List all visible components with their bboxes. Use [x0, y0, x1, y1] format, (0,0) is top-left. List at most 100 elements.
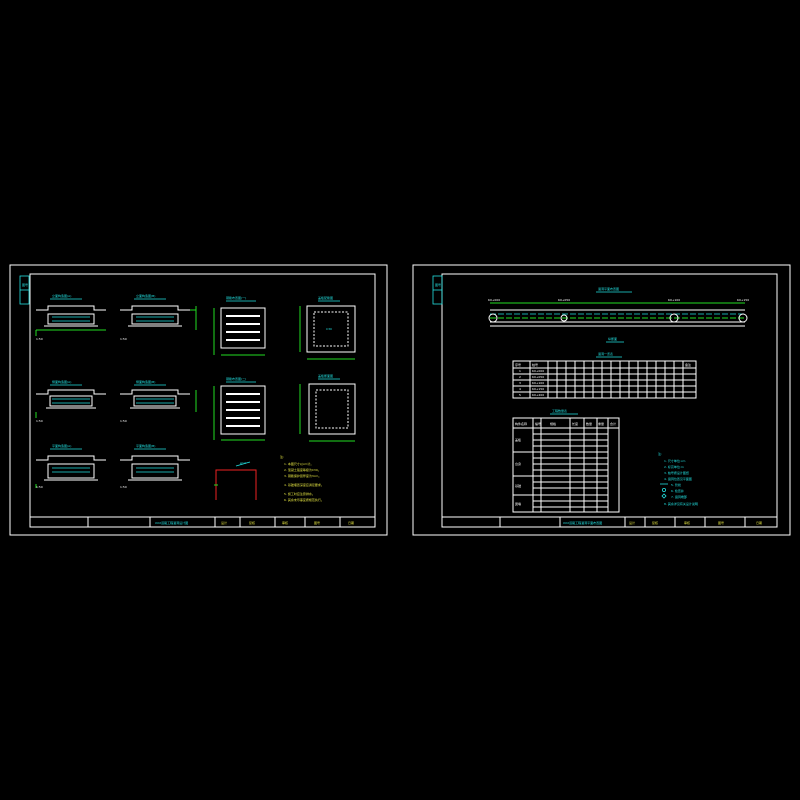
svg-text:1:50: 1:50: [36, 419, 43, 423]
notes-heading: 注:: [280, 454, 284, 459]
svg-text:1:50: 1:50: [36, 337, 43, 341]
table2-group: 翼墙: [515, 501, 521, 506]
manhole-icon: [488, 313, 498, 323]
sheet-2-cell-1: 设计: [629, 520, 635, 525]
note-line: 2. 混凝土强度等级为C30。: [284, 467, 321, 472]
sheet-1-drawing-title: XXX道路工程涵洞设计图: [155, 520, 188, 525]
sheet-2-stamp-text: 图号: [435, 282, 441, 287]
station-label: K0+150: [737, 298, 749, 302]
note-line: 5. 施工时应注意排水。: [284, 491, 315, 496]
table1-cell: K0+150: [532, 387, 544, 391]
sheet-1-cell-5: 日期: [348, 520, 354, 525]
legend-line: 5. 管线: [671, 482, 681, 487]
svg-text:1:50: 1:50: [36, 485, 43, 489]
sheet-2-inner-border: [441, 273, 778, 528]
table1-cell: K0+050: [532, 375, 544, 379]
sheet-2: 图号 XXX道路工程涵洞平面布置图 设计 复核 审核 图号 日期 涵洞平面布置图: [412, 264, 791, 536]
view-title: 侧面构造图(A): [52, 379, 71, 384]
culvert-end-icon: [661, 493, 667, 499]
table2-header-cell: 长度: [572, 421, 578, 426]
slab-plan-1: 盖板配筋图 C30: [299, 295, 356, 360]
svg-text:1:50: 1:50: [120, 485, 127, 489]
svg-text:1:50: 1:50: [120, 419, 127, 423]
view-title: 立面构造图(B): [136, 293, 155, 298]
sheet-1-notes: 注: 1. 本图尺寸以cm计。 2. 混凝土强度等级为C30。 3. 钢筋保护层…: [280, 454, 324, 502]
table1-cell: K0+100: [532, 381, 544, 385]
section-view-c2: 平面构造图(B) 1:50: [120, 443, 190, 489]
quantity-table: 工程数量表 构件名称 编号 规格 长度 数量: [512, 408, 620, 513]
table1-cell: 4: [519, 387, 521, 391]
sheet-1-stamp-text: 图号: [22, 282, 28, 287]
table2-group: 基础: [515, 483, 521, 488]
red-detail: φ12: [214, 461, 257, 500]
sheet-2-drawing-title: XXX道路工程涵洞平面布置图: [563, 520, 602, 525]
sheet-1-stamp: 图号: [19, 275, 30, 305]
sheet-1-cell-2: 复核: [249, 520, 255, 525]
sheet-1: 图号 XXX道路工程涵洞设计图 设计 复核 审核 图号 日期 立面构造图(A): [9, 264, 388, 536]
sheet-2-cell-2: 复核: [652, 520, 658, 525]
section-view-b2: 侧面构造图(B) 1:50: [120, 379, 197, 423]
section-view-b1: 侧面构造图(A) 1:50: [35, 379, 106, 423]
manhole-icon: [560, 314, 568, 322]
sheet-1-outer-border: [9, 264, 388, 536]
rebar-plan-1: 钢筋布置图(一): [213, 295, 266, 356]
table2-header-cell: 数量: [586, 421, 592, 426]
note-line: 6. 其余未尽事宜按规范执行。: [284, 497, 324, 502]
sheet-1-title-block: XXX道路工程涵洞设计图 设计 复核 审核 图号 日期: [30, 516, 375, 527]
sheet-1-inner-border: [29, 273, 376, 528]
table1-title: 涵洞一览表: [598, 351, 613, 356]
section-view-c1: 平面构造图(A) 1:50: [35, 443, 106, 489]
station-label: K0+100: [668, 298, 680, 302]
table1-header-cell: 桩号: [532, 362, 538, 367]
legend-line: 7. 涵洞端部: [671, 494, 687, 499]
station-label: K0+050: [558, 298, 570, 302]
note-line: 3. 钢筋保护层厚度为3cm。: [284, 473, 321, 478]
table1-header-cell: 序号: [515, 362, 521, 367]
manhole-legend-icon: [662, 487, 667, 492]
table2-group: 台身: [515, 461, 521, 466]
table2-header-cell: 合计: [610, 421, 616, 426]
section-view-a1: 立面构造图(A) 1:50: [35, 293, 106, 341]
legend-line: 6. 检查井: [671, 488, 684, 493]
svg-text:1:50: 1:50: [120, 337, 127, 341]
legend-line: 2. 标高单位:m: [664, 464, 684, 469]
table2-title: 工程数量表: [552, 408, 567, 413]
culvert-summary-table: 涵洞一览表 序号 桩号 备注 1 K0+0: [512, 351, 697, 399]
legend-line: 4. 涵洞位置见平面图: [664, 476, 692, 481]
table1-cell: 1: [519, 369, 521, 373]
culvert-plan: 涵洞平面布置图 K0+000 K0+050 K0+100 K0+150 纵断面: [488, 286, 749, 343]
table1-header-cell: 备注: [685, 362, 691, 367]
legend-heading: 注:: [658, 451, 662, 456]
view-title: 侧面构造图(B): [136, 379, 155, 384]
sheet-1-cell-3: 审核: [282, 520, 288, 525]
note-line: 1. 本图尺寸以cm计。: [284, 461, 313, 466]
slab-plan-2: 盖板断面图: [299, 373, 356, 442]
view-title: 盖板断面图: [318, 373, 333, 378]
view-title: 平面构造图(A): [52, 443, 71, 448]
table1-cell: 3: [519, 381, 521, 385]
manhole-icon: [669, 313, 679, 323]
legend-line: 8. 其余详见有关设计说明: [664, 501, 698, 506]
legend-line: 1. 尺寸单位:cm: [664, 458, 685, 463]
svg-text:φ12: φ12: [240, 461, 246, 465]
sheet-2-cell-5: 日期: [756, 520, 762, 525]
legend-line: 3. 桩号按设计图纸: [664, 470, 689, 475]
sheet-2-cell-3: 审核: [684, 520, 690, 525]
table1-cell: K0+200: [532, 393, 544, 397]
station-label: K0+000: [488, 298, 500, 302]
view-title: 盖板配筋图: [318, 295, 333, 300]
sheet-2-stamp: 图号: [432, 275, 443, 305]
manhole-icon: [738, 313, 748, 323]
sheet-1-cell-4: 图号: [314, 520, 320, 525]
table2-header-cell: 编号: [535, 421, 541, 426]
view-title: 平面构造图(B): [136, 443, 155, 448]
sheet-1-cell-1: 设计: [221, 520, 227, 525]
table2-group: 盖板: [515, 437, 521, 442]
plan-title: 涵洞平面布置图: [598, 286, 619, 291]
sheet-2-title-block: XXX道路工程涵洞平面布置图 设计 复核 审核 图号 日期: [442, 516, 777, 527]
table2-header-cell: 规格: [550, 421, 556, 426]
sheet-2-outer-border: [412, 264, 791, 536]
table2-header-cell: 重量: [598, 421, 604, 426]
sheet-2-cell-4: 图号: [718, 520, 724, 525]
